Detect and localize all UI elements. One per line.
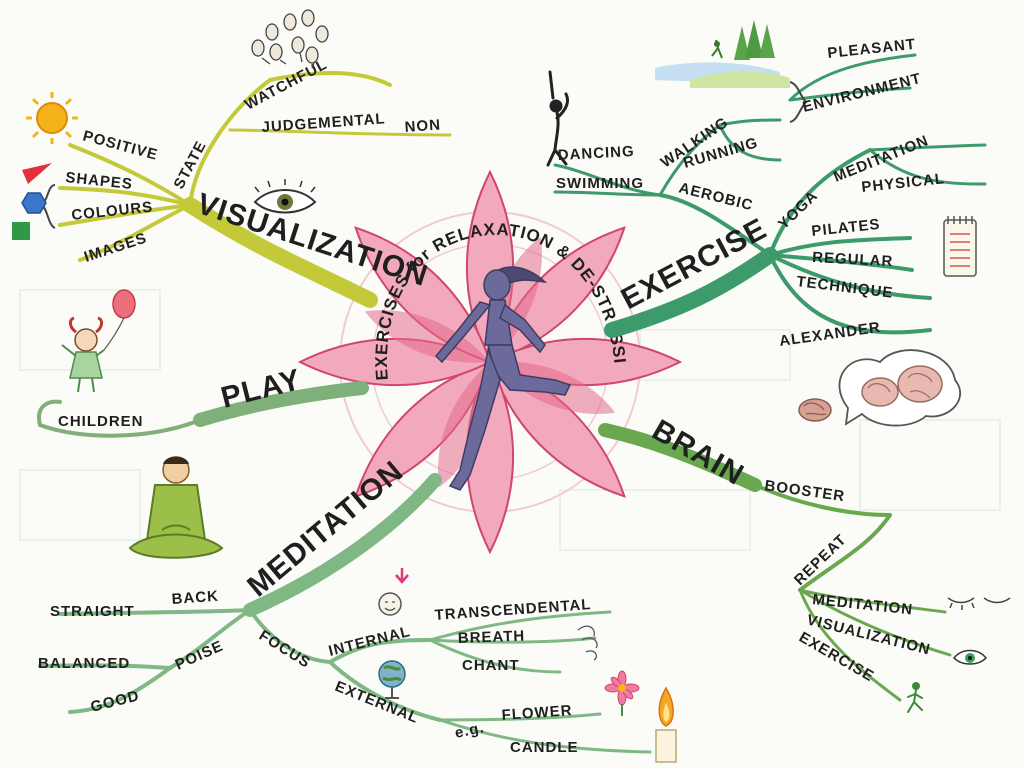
brain-branch bbox=[598, 423, 952, 702]
play-children: CHILDREN bbox=[58, 413, 144, 430]
exercise-physical: PHYSICAL bbox=[861, 170, 946, 196]
visualization-state: STATE bbox=[171, 138, 210, 192]
meditation-transcendental: TRANSCENDENTAL bbox=[434, 596, 592, 624]
sun-icon bbox=[26, 92, 78, 144]
seed-cluster-icon bbox=[251, 9, 329, 69]
meditation-chant: CHANT bbox=[462, 657, 520, 674]
open-eye-icon bbox=[952, 649, 988, 665]
meditation-breath: BREATH bbox=[458, 628, 526, 647]
meditation-candle: CANDLE bbox=[510, 739, 579, 756]
brain-speech-bubble-icon bbox=[838, 349, 962, 427]
exercise-technique: TECHNIQUE bbox=[796, 273, 895, 302]
small-brain-icon bbox=[798, 398, 832, 422]
pink-flower-icon bbox=[604, 670, 640, 716]
smiley-face-icon bbox=[378, 568, 409, 616]
running-woman-icon bbox=[434, 266, 572, 491]
visualization-watchful: WATCHFUL bbox=[242, 56, 330, 114]
meditation-back: BACK bbox=[171, 588, 219, 608]
exercise-swimming: SWIMMING bbox=[556, 175, 644, 192]
meditating-buddha-icon bbox=[128, 456, 224, 559]
exercise-dancing: DANCING bbox=[557, 143, 635, 164]
meditation-eg: e.g. bbox=[453, 719, 486, 742]
exercise-pleasant: PLEASANT bbox=[827, 36, 917, 62]
green-square-icon bbox=[12, 222, 30, 240]
red-triangle-icon bbox=[22, 163, 52, 184]
meditation-internal: INTERNAL bbox=[327, 623, 412, 660]
exercise-regular: REGULAR bbox=[812, 249, 894, 270]
meditation-focus: FOCUS bbox=[256, 627, 314, 672]
walking-figure-icon bbox=[907, 682, 923, 713]
meditation-flower: FLOWER bbox=[501, 702, 573, 724]
brain-meditation: MEDITATION bbox=[812, 591, 914, 618]
closed-eyes-icon bbox=[947, 597, 1011, 610]
meditation-poise: POISE bbox=[173, 637, 226, 673]
dancer-silhouette-icon bbox=[546, 70, 570, 167]
visualization-colours: COLOURS bbox=[71, 198, 154, 223]
visualization-branch bbox=[58, 71, 452, 308]
candle-icon bbox=[655, 686, 677, 763]
child-with-balloon-icon bbox=[61, 289, 136, 393]
visualization-non: NON bbox=[404, 116, 441, 135]
exercise-branch bbox=[553, 53, 987, 338]
play-branch bbox=[37, 381, 369, 438]
exercise-alexander: ALEXANDER bbox=[778, 319, 882, 350]
meditation-balanced: BALANCED bbox=[38, 655, 130, 672]
meditation-external: EXTERNAL bbox=[333, 678, 422, 727]
exercise-aerobic: AEROBIC bbox=[677, 179, 755, 214]
visualization-images: IMAGES bbox=[82, 229, 149, 265]
exercise-bracket bbox=[789, 81, 808, 123]
visualization-positive: POSITIVE bbox=[81, 127, 160, 163]
exercise-pilates: PILATES bbox=[811, 216, 882, 240]
landscape-with-trees-icon bbox=[655, 20, 790, 88]
eye-icon bbox=[253, 179, 317, 214]
meditation-branch bbox=[38, 473, 652, 754]
meditation-good: GOOD bbox=[89, 687, 141, 716]
exercise-environment: ENVIRONMENT bbox=[801, 70, 923, 116]
globe-icon bbox=[378, 660, 406, 699]
meditation-straight: STRAIGHT bbox=[50, 603, 135, 620]
visualization-shapes: SHAPES bbox=[65, 169, 134, 193]
hand-gesture-icon bbox=[577, 625, 598, 661]
blue-hexagon-icon bbox=[21, 192, 47, 214]
notepad-checklist-icon bbox=[943, 216, 977, 277]
